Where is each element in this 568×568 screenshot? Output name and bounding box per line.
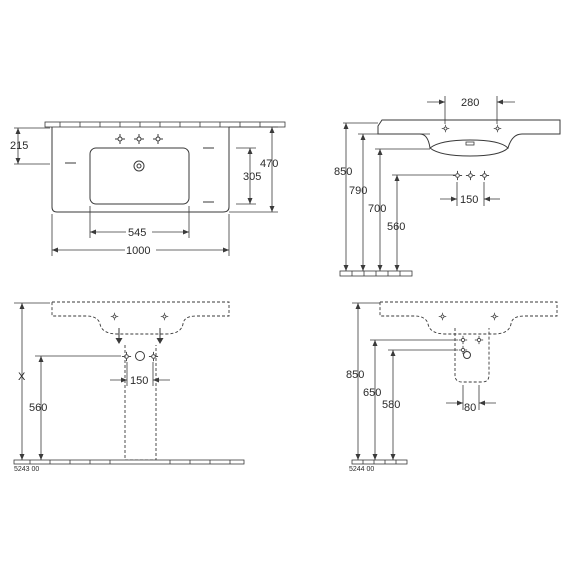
model-5243-floor-band	[13, 459, 245, 465]
model-5244-outlet-holes-icon	[458, 335, 484, 359]
model-5243-code: 5243 00	[14, 466, 39, 473]
side-dim-560: 560	[387, 221, 405, 233]
model-5243-tap-right-icon	[160, 312, 169, 321]
tap-holes-icon	[114, 133, 164, 145]
front-dim-1000: 1000	[126, 245, 150, 257]
model-5244-dim-650: 650	[363, 387, 381, 399]
side-dim-790: 790	[349, 185, 367, 197]
side-view: 280 850 790 700 560	[334, 96, 561, 277]
model-5244-floor-band	[351, 459, 408, 465]
model-5244-dim-850: 850	[346, 369, 364, 381]
model-5243-outlet-holes-icon	[121, 351, 159, 362]
side-outlet-holes-icon	[452, 170, 490, 181]
model-5243-dim-560: 560	[29, 402, 47, 414]
model-5243-dim-x: X	[18, 371, 26, 383]
front-dim-470: 470	[260, 158, 278, 170]
arrow-down-icon	[156, 338, 164, 344]
front-wall-band	[44, 121, 286, 128]
side-dim-150: 150	[460, 194, 478, 206]
side-dim-850: 850	[334, 166, 352, 178]
model-5243-tap-left-icon	[110, 312, 119, 321]
basin-outline	[51, 127, 230, 213]
basin-bowl	[89, 147, 190, 205]
model-5244-view: 850 650 580 80 5244 00	[346, 301, 558, 473]
model-5244-basin-dashed	[379, 301, 558, 335]
side-dim-280: 280	[461, 97, 479, 109]
model-5244-dim-80: 80	[464, 402, 476, 414]
front-dim-545: 545	[128, 227, 146, 239]
model-5243-dim-150: 150	[130, 375, 148, 387]
model-5244-tap-left-icon	[438, 312, 447, 321]
model-5243-basin-dashed	[51, 301, 230, 335]
model-5244-code: 5244 00	[349, 466, 374, 473]
front-dim-215: 215	[10, 140, 28, 152]
side-basin-outline	[377, 119, 561, 149]
model-5244-dim-580: 580	[382, 399, 400, 411]
model-5243-view: X 560 150 5243 00	[13, 301, 245, 473]
side-floor-band	[339, 270, 413, 277]
front-view: 215 470 305 545 1000	[10, 121, 286, 257]
front-dim-305: 305	[243, 171, 261, 183]
arrow-down-icon	[115, 338, 123, 344]
side-tap-left-icon	[441, 124, 450, 133]
model-5244-semi-pedestal-dashed	[454, 328, 490, 383]
model-5243-pedestal-dashed	[124, 345, 157, 461]
side-tap-right-icon	[493, 124, 502, 133]
drain-icon	[133, 160, 145, 172]
model-5244-tap-right-icon	[490, 312, 499, 321]
side-dim-700: 700	[368, 203, 386, 215]
